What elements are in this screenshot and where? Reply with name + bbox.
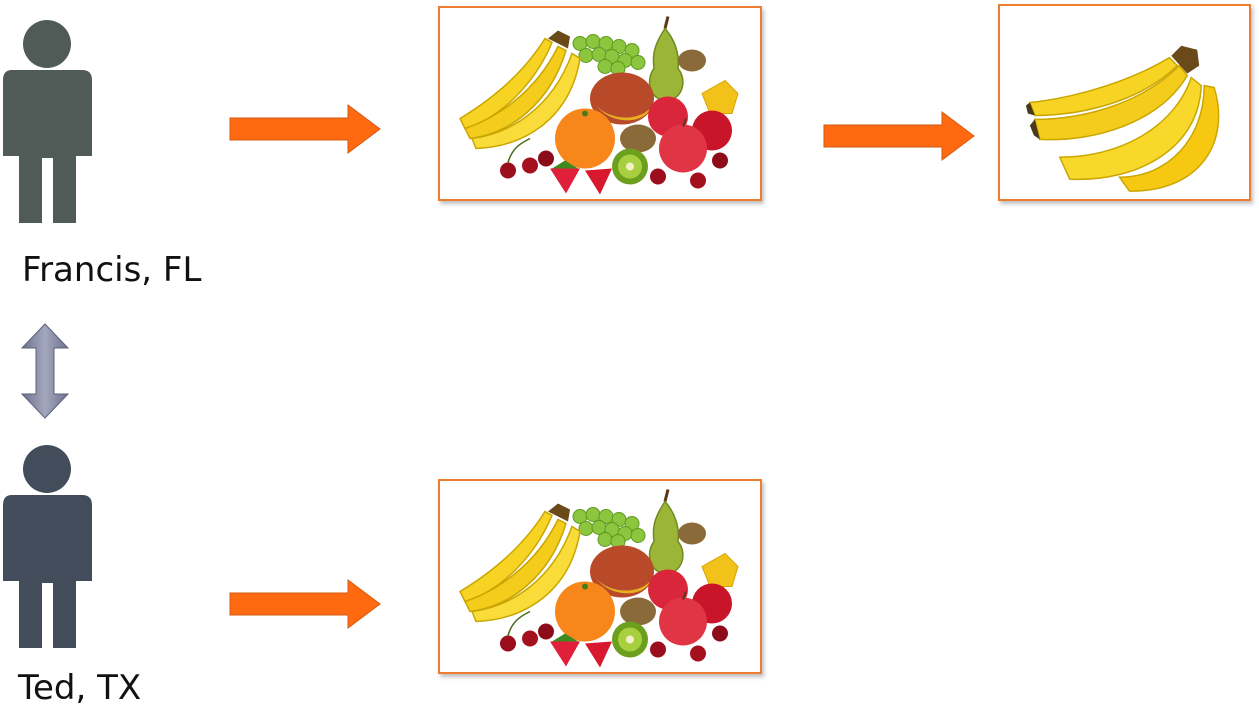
double-arrow-icon — [20, 322, 70, 420]
banana-bunch-image — [998, 4, 1251, 201]
person-icon-francis — [0, 18, 95, 226]
fruit-assortment-image — [438, 6, 762, 201]
arrow-right-icon — [228, 578, 384, 630]
fruit-assortment-image — [438, 479, 762, 674]
person-name-ted: Ted, TX — [18, 668, 142, 708]
person-icon-ted — [0, 443, 95, 651]
person-name-francis: Francis, FL — [22, 250, 202, 290]
arrow-right-icon — [228, 103, 384, 155]
arrow-right-icon — [822, 110, 978, 162]
